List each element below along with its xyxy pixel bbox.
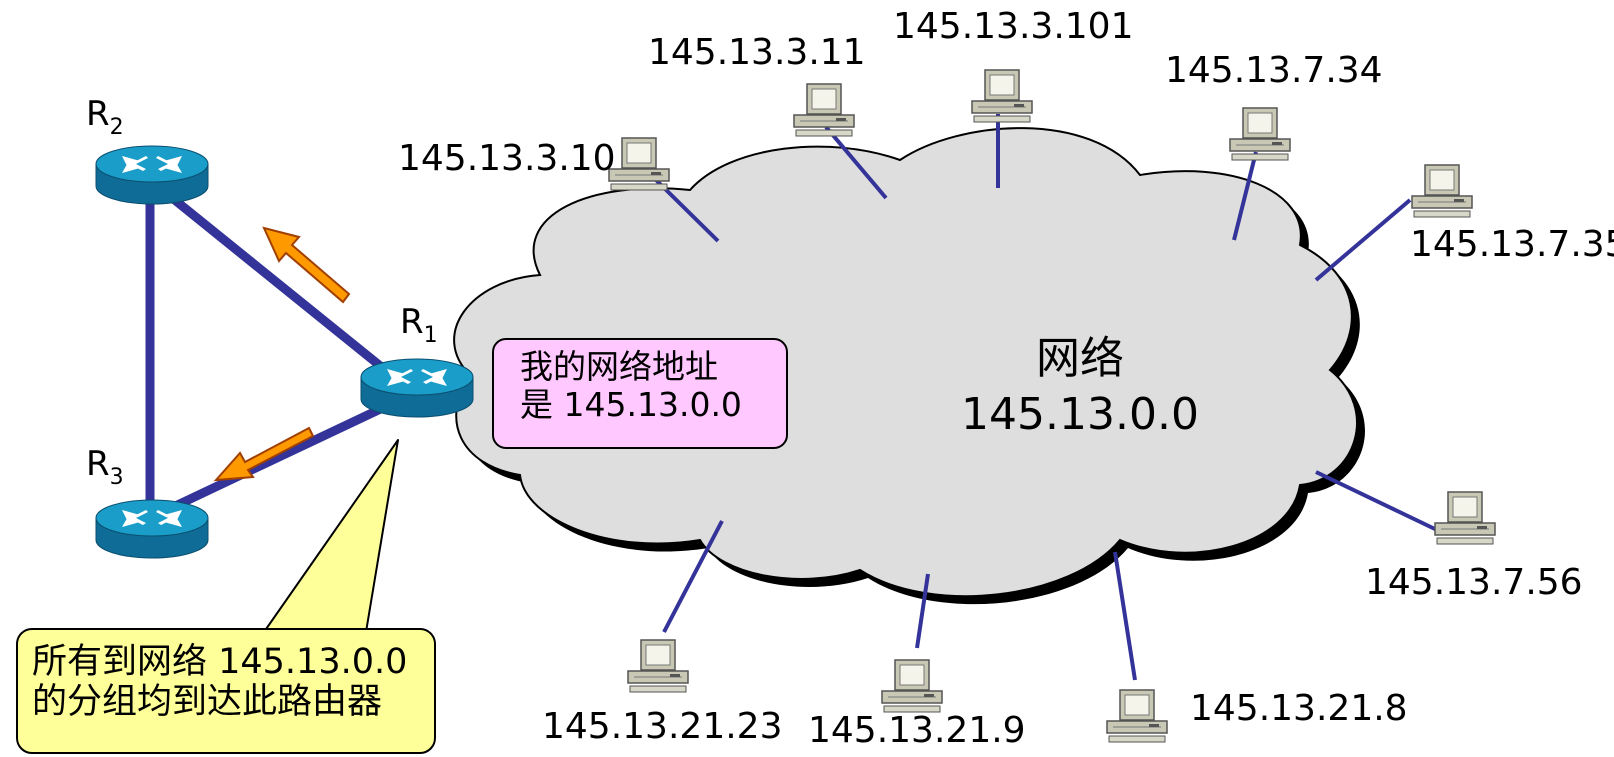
computer-icon (1411, 164, 1473, 218)
router-r1 (360, 358, 474, 418)
computer-icon (1106, 689, 1168, 743)
computer-icon (971, 69, 1033, 123)
computer-icon (881, 659, 943, 713)
router-icon (95, 499, 209, 559)
computer-icon (1229, 107, 1291, 161)
router-label-r2: R2 (86, 94, 124, 140)
link-host-145-13-21-9 (915, 573, 930, 649)
link-r1-r2 (145, 175, 415, 395)
arrow-icon (262, 226, 351, 304)
router-callout-line2: 的分组均到达此路由器 (32, 682, 383, 723)
host-ip-label: 145.13.21.9 (808, 710, 1026, 751)
host-ip-label: 145.13.21.23 (542, 706, 782, 747)
arrow-icon (213, 426, 315, 482)
router-r2 (95, 145, 209, 205)
yellow-callout-tail (263, 439, 399, 633)
host-ip-label: 145.13.21.8 (1190, 688, 1408, 729)
link-host-145-13-3-11 (824, 125, 888, 200)
host-ip-label: 145.13.7.35 (1410, 224, 1614, 265)
computer-icon (627, 639, 689, 693)
network-address-callout-line2: 是 145.13.0.0 (520, 384, 742, 424)
host-ip-label: 145.13.7.34 (1165, 50, 1383, 91)
router-icon (360, 358, 474, 418)
router-label-r1: R1 (400, 302, 438, 348)
host-ip-label: 145.13.3.11 (648, 32, 866, 73)
link-host-145-13-7-35 (1314, 198, 1412, 282)
router-icon (95, 145, 209, 205)
link-host-145-13-7-34 (1232, 151, 1258, 241)
network-address-callout-line1: 我的网络地址 (520, 347, 718, 386)
link-host-145-13-21-8 (1113, 551, 1137, 681)
network-cloud (453, 127, 1358, 598)
router-r3 (95, 499, 209, 559)
host-ip-label: 145.13.3.10 (398, 138, 616, 179)
cloud-label-line2: 145.13.0.0 (961, 389, 1199, 440)
computer-icon (1434, 491, 1496, 545)
cloud-label-line1: 网络 (1036, 333, 1124, 384)
host-ip-label: 145.13.7.56 (1365, 562, 1583, 603)
link-host-145-13-21-23 (662, 520, 724, 633)
router-label-r3: R3 (86, 444, 124, 490)
link-host-145-13-7-56 (1315, 470, 1438, 532)
router-callout: 所有到网络 145.13.0.0 的分组均到达此路由器 (16, 628, 436, 754)
router-links (145, 175, 415, 523)
host-ip-label: 145.13.3.101 (893, 6, 1133, 47)
network-address-callout: 我的网络地址 是 145.13.0.0 (492, 338, 788, 449)
link-r1-r3 (145, 390, 415, 523)
router-callout-line1: 所有到网络 145.13.0.0 (32, 642, 408, 682)
computer-icon (793, 83, 855, 137)
